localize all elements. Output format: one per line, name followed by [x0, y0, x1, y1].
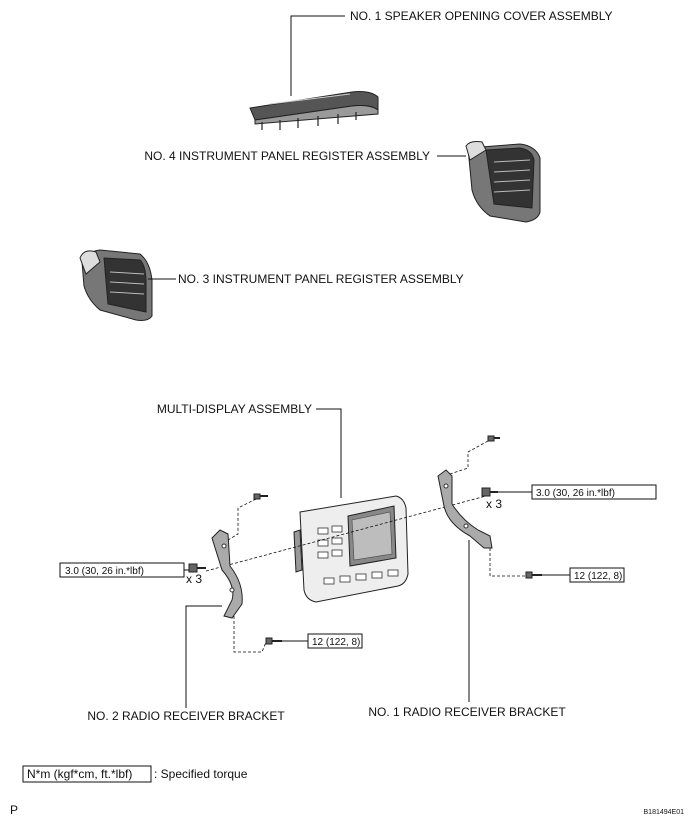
- torque-right-upper: 3.0 (30, 26 in.*lbf): [536, 488, 615, 499]
- bolt-right-lower-dash: [489, 548, 526, 577]
- qty-right: x 3: [486, 497, 502, 511]
- register-no3-label: NO. 3 INSTRUMENT PANEL REGISTER ASSEMBLY: [178, 272, 464, 286]
- bracket-no2-label: NO. 2 RADIO RECEIVER BRACKET: [87, 709, 285, 723]
- register-no4-label: NO. 4 INSTRUMENT PANEL REGISTER ASSEMBLY: [144, 149, 430, 163]
- register-no3-part: [79, 249, 153, 321]
- bolt-left-upper-dash: [227, 498, 257, 541]
- torque-right-lower: 12 (122, 8): [574, 571, 622, 582]
- multi-display-leader: [316, 408, 342, 498]
- figure-code: B181494E01: [644, 809, 685, 816]
- bolt-left-lower-part: [265, 637, 282, 645]
- bracket-no2-leader: [185, 605, 222, 708]
- legend-unit: N*m (kgf*cm, ft.*lbf): [27, 767, 132, 781]
- torque-left-lower: 12 (122, 8): [312, 637, 360, 648]
- bolt-right-lower-part: [525, 571, 542, 579]
- torque-left-upper: 3.0 (30, 26 in.*lbf): [65, 566, 144, 577]
- bolt-right-top-part: [487, 435, 500, 442]
- nut-left-part: [188, 563, 206, 573]
- register-no4-part: [465, 141, 541, 223]
- bracket-no1-label: NO. 1 RADIO RECEIVER BRACKET: [368, 705, 566, 719]
- multi-display-label: MULTI-DISPLAY ASSEMBLY: [157, 402, 312, 416]
- bolt-left-lower-dash: [233, 616, 267, 653]
- alignment-line: [205, 495, 487, 572]
- bolt-left-upper-part: [253, 493, 268, 500]
- speaker-cover-label: NO. 1 SPEAKER OPENING COVER ASSEMBLY: [350, 9, 613, 23]
- legend-unit-box: [22, 765, 152, 783]
- bracket-no2-part: [211, 529, 243, 619]
- bracket-no1-part: [437, 469, 493, 549]
- bolt-right-top-dash: [449, 440, 489, 475]
- legend-description: : Specified torque: [154, 767, 248, 781]
- speaker-opening-cover-part: [249, 91, 379, 130]
- nut-right-part: [481, 487, 498, 497]
- multi-display-part: [293, 495, 409, 603]
- speaker-cover-leader: [290, 15, 345, 96]
- corner-letter: P: [10, 803, 18, 817]
- qty-left: x 3: [186, 572, 202, 586]
